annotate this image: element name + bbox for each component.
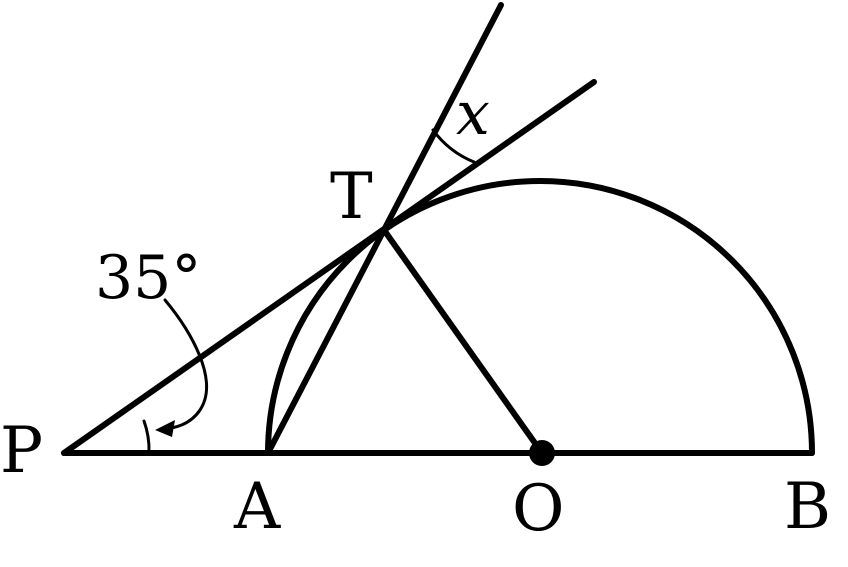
radius-ot: [381, 227, 545, 456]
label-angle-35: 35°: [95, 243, 201, 313]
angle-arc-p: [142, 419, 151, 455]
angle-pointer-arrowhead: [155, 420, 175, 437]
label-point-t: T: [330, 160, 373, 234]
label-point-a: A: [233, 470, 281, 544]
label-point-b: B: [784, 470, 831, 544]
label-angle-x: x: [456, 79, 490, 149]
angle-arc-x: [431, 128, 476, 164]
label-point-o: O: [512, 472, 564, 546]
center-point-o: [529, 440, 555, 466]
angle-pointer-curve: [158, 298, 208, 432]
semicircle-arc: [265, 178, 815, 456]
tangent-line-pt: [61, 79, 597, 456]
label-point-p: P: [0, 414, 43, 488]
